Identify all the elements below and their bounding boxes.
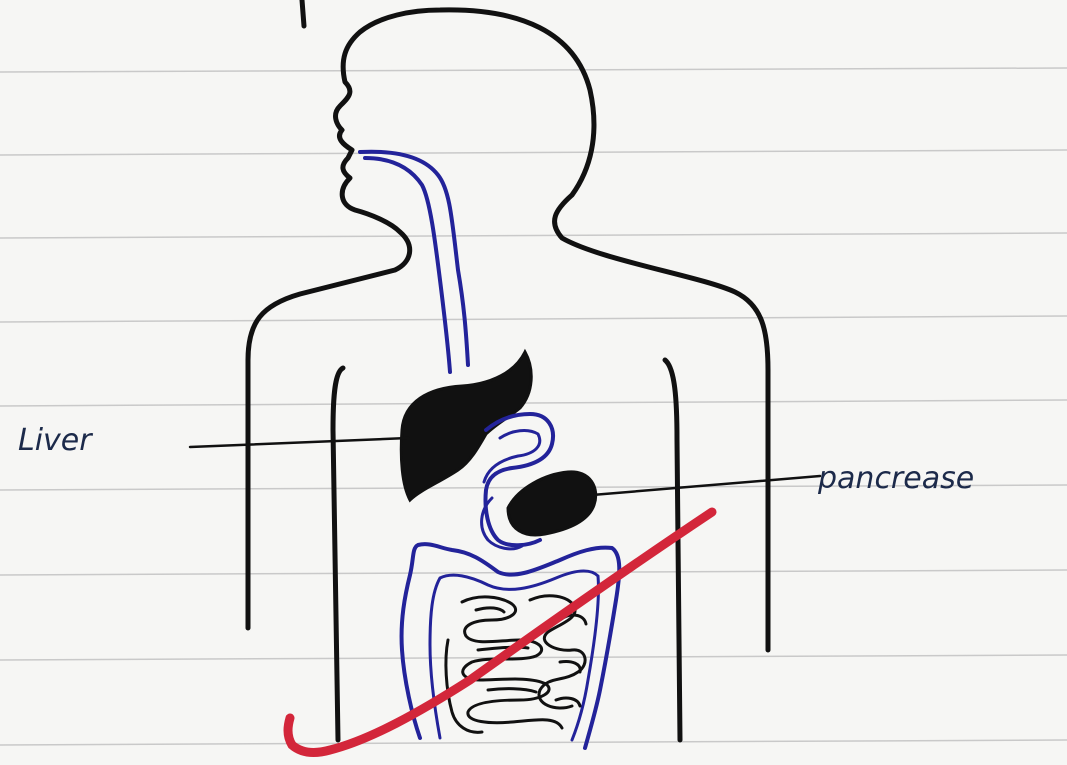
- torso-right-line: [665, 360, 680, 740]
- liver: [401, 352, 531, 500]
- liver-label: Liver: [18, 423, 93, 458]
- ruled-line: [0, 400, 1067, 406]
- ruled-line: [0, 68, 1067, 72]
- ruled-line: [0, 150, 1067, 155]
- ruled-line: [0, 316, 1067, 322]
- pancreas-label: pancrease: [817, 461, 974, 496]
- pancreas-leader-line: [592, 476, 820, 495]
- pancreas: [508, 472, 596, 535]
- ruled-lines: [0, 68, 1067, 745]
- large-intestine-inner: [430, 571, 598, 740]
- torso-left-line: [333, 368, 343, 740]
- ruled-line: [0, 233, 1067, 238]
- heading-ink-fragment: [302, 0, 304, 26]
- oesophagus: [360, 152, 468, 372]
- ruled-line: [0, 740, 1067, 745]
- liver-leader-line: [190, 438, 408, 447]
- body-outline: [248, 10, 768, 650]
